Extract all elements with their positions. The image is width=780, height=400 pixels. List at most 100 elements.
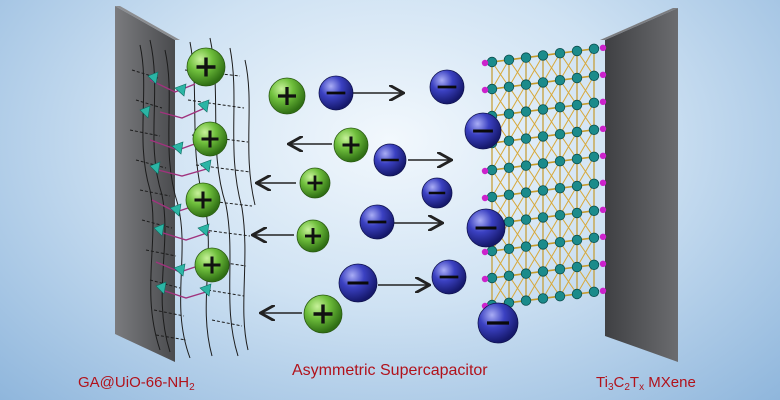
lattice-bond xyxy=(508,57,527,88)
terminal-atom xyxy=(599,206,607,213)
lattice-atom xyxy=(588,97,600,109)
lattice-atom xyxy=(486,83,498,95)
lattice-bond xyxy=(491,59,510,90)
lattice-bond xyxy=(508,246,527,277)
lattice-bond xyxy=(525,136,544,166)
lattice-atom xyxy=(588,259,600,271)
minus-ion-icon xyxy=(421,177,453,209)
lattice-bond xyxy=(508,273,527,304)
lattice-bond xyxy=(525,190,544,220)
lattice-atom xyxy=(520,214,532,225)
lattice-bond xyxy=(542,241,561,272)
lattice-atom xyxy=(571,153,583,165)
lattice-bond xyxy=(576,264,595,295)
lattice-atom xyxy=(503,54,515,66)
lattice-bond xyxy=(559,77,578,108)
lattice-bond xyxy=(559,266,578,297)
lattice-bond xyxy=(525,82,544,112)
terminal-atom xyxy=(599,98,607,106)
terminal-atom xyxy=(599,152,607,159)
lattice-atom xyxy=(588,43,600,55)
lattice-bond xyxy=(491,140,510,171)
lattice-atom xyxy=(571,99,583,111)
terminal-atom xyxy=(481,167,489,175)
lattice-bond xyxy=(542,214,561,245)
lattice-atom xyxy=(537,185,549,196)
lattice-atom xyxy=(503,216,515,228)
lattice-atom xyxy=(520,133,532,144)
lattice-bond xyxy=(559,50,578,81)
lattice-atom xyxy=(554,209,566,221)
left-electrode-label: GA@UiO-66-NH2 xyxy=(78,374,195,393)
lattice-atom xyxy=(554,155,566,167)
lattice-atom xyxy=(571,72,583,84)
lattice-bond xyxy=(525,55,544,85)
lattice-atom xyxy=(571,45,583,57)
terminal-atom xyxy=(481,59,489,67)
lattice-bond xyxy=(525,271,544,301)
lattice-bond xyxy=(542,133,561,164)
terminal-atom xyxy=(599,287,607,294)
lattice-atom xyxy=(486,164,498,176)
lattice-bond xyxy=(508,138,527,169)
plus-ion-icon xyxy=(192,121,228,157)
lattice-bond xyxy=(491,248,510,279)
lattice-bond xyxy=(508,165,527,196)
plus-ion-icon xyxy=(194,247,230,283)
lattice-atom xyxy=(554,291,566,302)
lattice-bond xyxy=(559,185,578,216)
lattice-atom xyxy=(537,266,549,277)
lattice-atom xyxy=(503,162,515,174)
terminal-atom xyxy=(599,44,607,51)
lattice-atom xyxy=(520,268,532,279)
lattice-bond xyxy=(559,104,578,135)
lattice-atom xyxy=(537,50,549,61)
lattice-atom xyxy=(554,128,566,140)
terminal-atom xyxy=(599,125,607,132)
lattice-bond xyxy=(542,52,561,83)
lattice-atom xyxy=(520,160,532,171)
lattice-atom xyxy=(554,264,566,275)
lattice-atom xyxy=(571,180,583,192)
plus-ion-icon xyxy=(299,167,331,199)
lattice-atom xyxy=(554,74,566,86)
minus-ion-icon xyxy=(464,112,502,150)
lattice-bond xyxy=(491,86,510,117)
lattice-atom xyxy=(537,212,549,223)
lattice-bond xyxy=(542,79,561,110)
terminal-atom xyxy=(481,248,489,256)
lattice-atom xyxy=(588,232,600,244)
lattice-bond xyxy=(525,217,544,247)
ions xyxy=(185,47,519,344)
lattice-bond xyxy=(559,239,578,270)
lattice-atom xyxy=(554,182,566,194)
lattice-atom xyxy=(571,261,583,273)
lattice-bond xyxy=(576,75,595,106)
lattice-atom xyxy=(571,126,583,138)
lattice-atom xyxy=(537,158,549,169)
lattice-atom xyxy=(537,104,549,115)
lattice-bond xyxy=(542,160,561,191)
minus-ion-icon xyxy=(431,259,467,295)
lattice-bond xyxy=(508,111,527,142)
lattice-bond xyxy=(576,48,595,79)
lattice-bond xyxy=(542,187,561,218)
lattice-bond xyxy=(525,109,544,139)
lattice-bond xyxy=(576,102,595,133)
minus-ion-icon xyxy=(338,263,378,303)
lattice-atom xyxy=(486,272,498,284)
lattice-atom xyxy=(588,286,600,298)
plus-ion-icon xyxy=(296,219,330,253)
lattice-atom xyxy=(503,270,515,282)
lattice-atom xyxy=(537,239,549,250)
terminal-atom xyxy=(599,233,607,240)
lattice-atom xyxy=(554,48,566,59)
terminal-atom xyxy=(599,179,607,186)
lattice-atom xyxy=(537,77,549,88)
lattice-bond xyxy=(525,163,544,193)
plus-ion-icon xyxy=(303,294,343,334)
lattice-atom xyxy=(520,106,532,117)
left-electrode xyxy=(115,6,180,362)
lattice-atom xyxy=(554,101,566,113)
lattice-atom xyxy=(503,189,515,201)
